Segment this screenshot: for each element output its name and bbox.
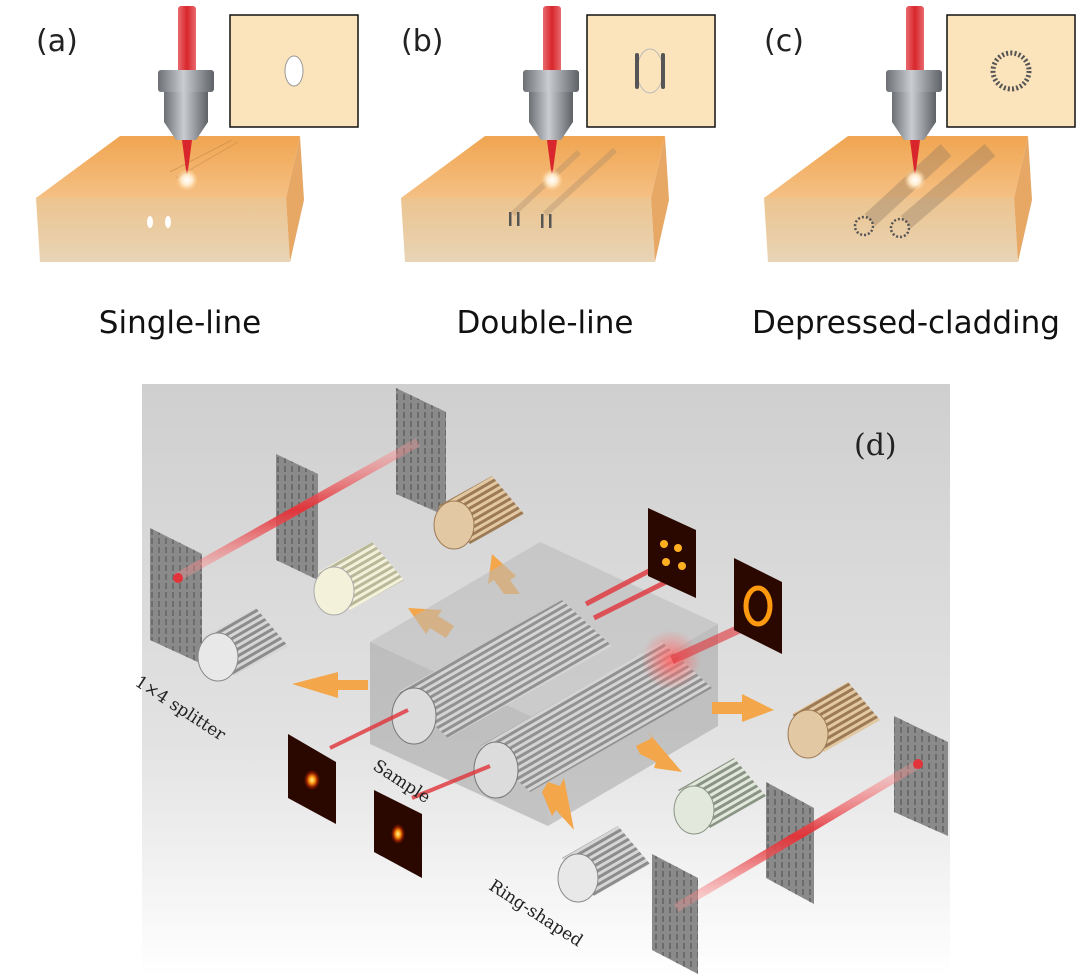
mode-profile-icon — [374, 790, 422, 878]
panel-d: (d) 1×4 splitter Sample Ring-shaped — [131, 384, 950, 976]
caption-a: Single-line — [98, 305, 262, 341]
panel-label-d: (d) — [854, 428, 897, 463]
mode-profile-icon — [288, 734, 336, 824]
substrate-front — [36, 198, 290, 262]
waveguide-bundle-icon — [673, 758, 766, 835]
written-track — [147, 216, 153, 228]
laser-beam-icon — [173, 438, 421, 582]
waveguide-bundle-icon — [787, 682, 880, 759]
mode-profile-icon — [734, 558, 782, 654]
arrow-icon — [542, 778, 574, 830]
substrate-side — [286, 136, 304, 262]
mode-profile-icon — [648, 508, 696, 598]
panel-a: (a) — [0, 0, 360, 350]
panel-label-a: (a) — [36, 24, 78, 59]
arrow-icon — [292, 672, 368, 698]
waveguide-bundle-icon — [557, 826, 650, 903]
arrow-icon — [712, 694, 774, 722]
laser-nozzle-icon — [886, 70, 942, 140]
panel-a-illustration — [36, 6, 359, 262]
panel-d-illustration — [142, 384, 950, 976]
waveguide-bundle-icon — [197, 608, 288, 682]
panel-c-illustration — [764, 6, 1076, 262]
inset-cross-section — [586, 14, 716, 128]
panel-c: (c) Depressed-cladding — [728, 0, 1080, 350]
caption-c: Depressed-cladding — [752, 305, 1060, 341]
waveguide-bundle-icon — [433, 476, 524, 550]
panel-b: (b) Double-line — [365, 0, 725, 350]
substrate-top — [36, 136, 300, 198]
laser-beam-icon — [673, 760, 921, 912]
laser-nozzle-icon — [158, 70, 214, 140]
laser-beam-icon — [178, 6, 196, 76]
panel-label-b: (b) — [401, 24, 444, 59]
inset-cross-section — [946, 14, 1076, 128]
panel-label-c: (c) — [764, 24, 804, 59]
laser-nozzle-icon — [523, 70, 579, 140]
arrow-icon — [636, 732, 682, 772]
waveguide-bundle-icon — [313, 542, 404, 616]
caption-b: Double-line — [456, 305, 634, 341]
panel-b-illustration — [401, 6, 716, 262]
